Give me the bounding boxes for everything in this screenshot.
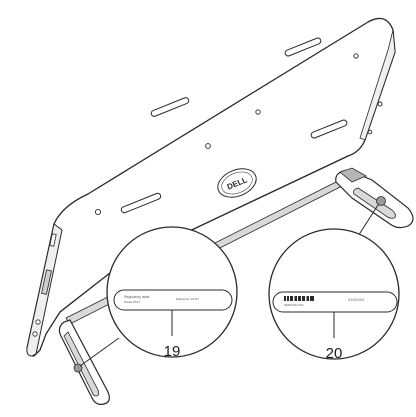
dell-logo: DELL <box>217 168 257 198</box>
screw-hole <box>255 109 261 115</box>
screw-hole <box>353 53 359 59</box>
service-tag-barcode <box>284 296 314 301</box>
callout-20: SERVICE TAG XXXXXXX 20 <box>268 228 400 362</box>
callout-20-number: 20 <box>326 345 343 362</box>
tablet-right-edge <box>359 29 396 141</box>
service-tag-value: XXXXXXX <box>348 298 365 302</box>
slot-cutout <box>120 192 162 214</box>
slot-cutout <box>150 97 190 117</box>
callout-19-number: 19 <box>164 343 181 360</box>
callout-19: Regulatory label Model P14T Rating DC 19… <box>106 226 238 360</box>
regulatory-label-line-2: Model P14T <box>124 300 140 304</box>
kickstand-right <box>335 167 414 229</box>
slot-cutout <box>284 37 322 57</box>
kickstand-right-base <box>339 167 367 183</box>
screw-hole <box>377 101 383 107</box>
side-port-3 <box>32 331 38 337</box>
service-tag-label <box>272 291 398 313</box>
slot-cutout <box>310 119 348 139</box>
side-port-1 <box>49 233 57 247</box>
regulatory-label-line-1: Regulatory label <box>124 295 150 299</box>
regulatory-label <box>113 289 233 311</box>
kickstand-right-slot <box>353 187 396 219</box>
kickstand-left <box>58 319 110 405</box>
screw-hole <box>205 143 211 149</box>
service-tag-title: SERVICE TAG <box>284 303 305 307</box>
screw-hole <box>367 129 373 135</box>
regulatory-label-line-3: Rating DC 19.5V <box>176 297 199 301</box>
kickstand-left-slot <box>63 331 100 397</box>
callout-anchor-20 <box>376 196 386 206</box>
leader-line-19 <box>79 337 120 367</box>
side-port-2 <box>35 319 41 325</box>
screw-hole <box>94 208 102 216</box>
side-vent <box>41 269 52 295</box>
